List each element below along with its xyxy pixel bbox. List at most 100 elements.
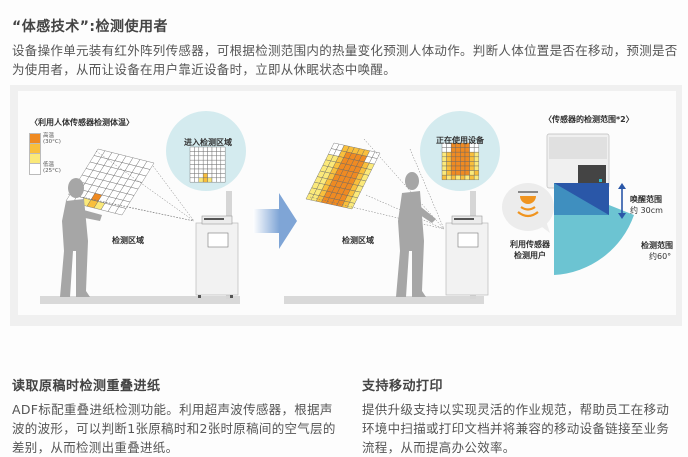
person-silhouette — [396, 172, 436, 297]
grid-cell — [460, 152, 466, 158]
grid-cell — [473, 147, 480, 153]
grid-cell — [469, 165, 475, 171]
grid-cell — [464, 156, 470, 162]
grid-cell — [198, 151, 204, 157]
grid-cell — [189, 159, 195, 165]
detection-area-label-2: 检测区域 — [342, 236, 374, 245]
grid-cell — [194, 173, 200, 179]
grid-cell — [202, 151, 208, 157]
grid-cell — [460, 161, 466, 167]
wake-range-label: 唤醒范围约 30cm — [630, 195, 663, 215]
section-body-presence-sensing: 设备操作单元装有红外阵列传感器，可根据检测范围内的热量变化预测人体动作。判断人体… — [12, 43, 678, 77]
grid-cell — [207, 155, 213, 161]
printer-top-view — [546, 133, 610, 189]
grid-cell — [455, 161, 461, 167]
grid-cell — [194, 159, 200, 165]
scene-using-device — [284, 111, 500, 304]
grid-cell — [189, 155, 195, 161]
grid-cell — [198, 159, 204, 165]
grid-cell — [207, 151, 213, 157]
grid-cell — [455, 147, 461, 153]
grid-cell — [450, 165, 457, 171]
grid-cell — [464, 165, 470, 171]
grid-cell — [473, 165, 480, 171]
left-diagram-title: 〈利用人体传感器检测体温〉 — [30, 118, 134, 127]
grid-cell — [446, 170, 452, 176]
grid-cell — [216, 168, 222, 174]
grid-cell — [460, 174, 466, 181]
grid-cell — [464, 170, 470, 176]
sensor-view-grid — [441, 142, 480, 181]
grid-cell — [207, 168, 213, 174]
grid-cell — [441, 161, 447, 167]
grid-cell — [473, 156, 480, 162]
grid-cell — [473, 170, 480, 176]
detection-area-label-1: 检测区域 — [112, 236, 144, 245]
grid-cell — [446, 156, 452, 162]
grid-cell — [346, 202, 356, 210]
grid-cell — [469, 161, 475, 167]
bubble-label-entering: 进入检测区域 — [184, 138, 232, 147]
grid-cell — [194, 168, 200, 174]
section-title-double-feed: 读取原稿时检测重叠进纸 — [12, 379, 161, 394]
grid-cell — [198, 173, 204, 179]
sensor-range-diagram — [502, 133, 634, 275]
grid-cell — [441, 165, 447, 171]
grid-cell — [220, 151, 226, 157]
grid-cell — [211, 164, 217, 170]
grid-cell — [202, 177, 208, 183]
grid-cell — [460, 170, 466, 176]
illustration-canvas: 〈利用人体传感器检测体温〉 高温(30°C) 低温(25°C) — [18, 91, 676, 315]
grid-cell — [189, 151, 195, 157]
grid-cell — [455, 165, 461, 171]
grid-cell — [220, 173, 226, 179]
grid-cell — [469, 147, 475, 153]
right-diagram-title: 〈传感器的检测范围*2〉 — [544, 115, 634, 124]
grid-cell — [198, 155, 204, 161]
grid-cell — [473, 152, 480, 158]
grid-cell — [450, 147, 457, 153]
grid-cell — [220, 168, 226, 174]
grid-cell — [211, 151, 217, 157]
grid-cell — [455, 174, 461, 181]
sensor-beam-lines — [67, 150, 195, 222]
grid-cell — [211, 177, 217, 183]
grid-cell — [220, 155, 226, 161]
grid-cell — [464, 147, 470, 153]
grid-cell — [202, 173, 208, 179]
grid-cell — [207, 164, 213, 170]
grid-cell — [220, 164, 226, 170]
grid-cell — [202, 159, 208, 165]
grid-cell — [455, 170, 461, 176]
grid-cell — [450, 170, 457, 176]
grid-cell — [216, 177, 222, 183]
sensor-icon — [517, 191, 539, 218]
thermal-grid-perspective — [65, 148, 155, 216]
sensor-caption: 利用传感器检测用户 — [510, 240, 550, 260]
bubble-label-using: 正在使用设备 — [436, 136, 484, 145]
grid-cell — [194, 151, 200, 157]
illustration-panel: 〈利用人体传感器检测体温〉 高温(30°C) 低温(25°C) — [10, 85, 682, 326]
floor — [284, 296, 484, 304]
grid-cell — [446, 165, 452, 171]
grid-cell — [189, 164, 195, 170]
grid-cell — [198, 164, 204, 170]
grid-cell — [450, 156, 457, 162]
grid-cell — [211, 168, 217, 174]
grid-cell — [469, 174, 475, 181]
grid-cell — [460, 147, 466, 153]
printer — [195, 215, 239, 298]
transition-arrow-icon — [253, 193, 297, 249]
grid-cell — [202, 168, 208, 174]
grid-cell — [464, 152, 470, 158]
grid-cell — [441, 147, 447, 153]
grid-cell — [473, 161, 480, 167]
scene-approaching — [40, 111, 246, 304]
grid-cell — [114, 206, 127, 216]
grid-cell — [460, 156, 466, 162]
sensor-view-grid — [189, 146, 226, 183]
grid-cell — [202, 155, 208, 161]
grid-cell — [450, 161, 457, 167]
legend-swatch-low — [29, 163, 41, 175]
grid-cell — [189, 173, 195, 179]
